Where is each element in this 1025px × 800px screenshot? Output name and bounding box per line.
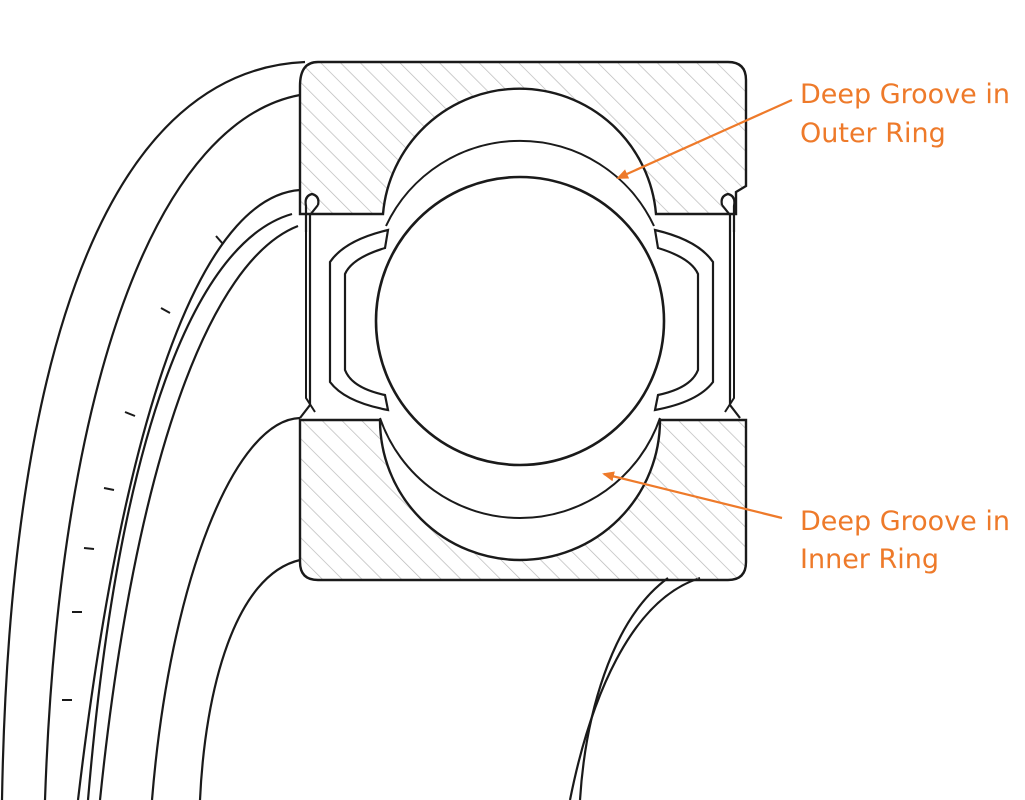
bearing-body-perspective — [0, 60, 701, 800]
cage-right — [653, 228, 715, 412]
inner-groove — [379, 417, 661, 519]
outer-ring-outer-edge — [0, 60, 306, 800]
inner-ring-bore-right — [568, 576, 701, 800]
inner-groove-label-line1: Deep Groove in — [800, 506, 1010, 537]
seal-edge-inner — [86, 212, 293, 800]
outer-ring-section — [298, 60, 748, 216]
outer-groove — [385, 139, 655, 227]
left-shield — [299, 192, 320, 419]
outer-groove-label-line2: Outer Ring — [800, 118, 946, 149]
inner-groove-label-line2: Inner Ring — [800, 544, 939, 575]
inner-ring-face-edge — [198, 558, 301, 800]
seal-ticks — [62, 235, 224, 701]
ball — [374, 175, 666, 467]
cage-left — [328, 228, 390, 412]
outer-groove-arrow — [616, 98, 793, 180]
seal-lip-edge — [98, 224, 299, 800]
right-shield-inner — [724, 232, 735, 413]
inner-groove-label: Deep Groove in Inner Ring — [800, 506, 1019, 575]
inner-ring-bore-edge — [150, 416, 301, 800]
left-shield-inner — [305, 232, 316, 413]
outer-groove-label: Deep Groove in Outer Ring — [800, 79, 1019, 149]
outer-groove-label-line1: Deep Groove in — [800, 79, 1010, 110]
right-shield — [720, 192, 741, 419]
outer-ring-inner-edge — [43, 93, 301, 800]
inner-groove-arrow — [602, 471, 783, 520]
inner-ring-section — [298, 418, 748, 582]
inner-ring-bore-right-2 — [578, 577, 669, 800]
seal-edge-outer — [76, 188, 301, 800]
